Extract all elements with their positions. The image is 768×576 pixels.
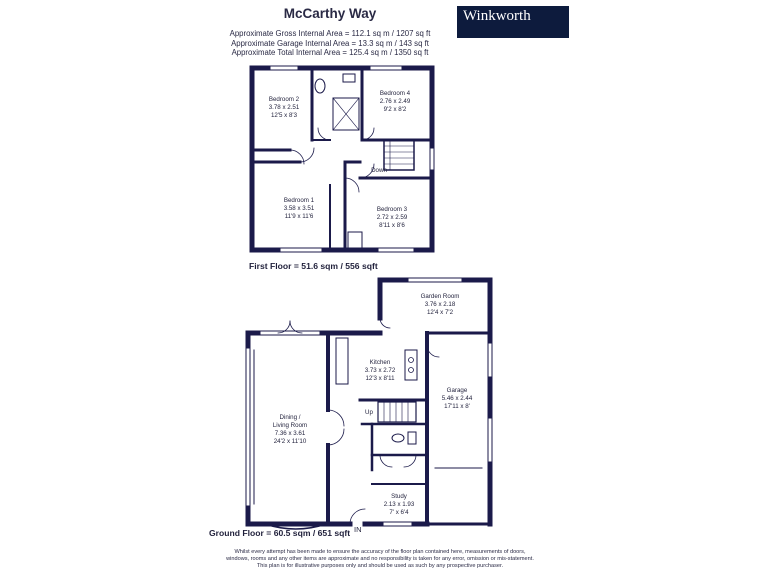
room-garden-room: Garden Room 3.76 x 2.18 12'4 x 7'2 xyxy=(421,293,460,316)
disclaimer-line-2: windows, rooms and any other items are a… xyxy=(226,556,534,562)
area-summary: Approximate Gross Internal Area = 112.1 … xyxy=(150,29,510,58)
svg-text:Bedroom 4: Bedroom 4 xyxy=(380,90,411,97)
svg-text:Garden Room: Garden Room xyxy=(421,293,460,300)
stairs-up-label: Up xyxy=(365,409,373,416)
svg-text:2.72 x 2.59: 2.72 x 2.59 xyxy=(377,214,408,221)
agency-logo: Winkworth xyxy=(457,6,569,38)
svg-text:3.76 x 2.18: 3.76 x 2.18 xyxy=(425,301,456,308)
svg-text:9'2 x 8'2: 9'2 x 8'2 xyxy=(384,106,407,113)
svg-text:Bedroom 1: Bedroom 1 xyxy=(284,197,315,204)
svg-text:3.78 x 2.51: 3.78 x 2.51 xyxy=(269,104,300,111)
svg-text:5.46 x 2.44: 5.46 x 2.44 xyxy=(442,395,473,402)
svg-text:3.58 x 3.51: 3.58 x 3.51 xyxy=(284,205,315,212)
svg-text:17'11 x 8': 17'11 x 8' xyxy=(444,403,470,410)
svg-text:Living Room: Living Room xyxy=(273,422,307,429)
room-kitchen: Kitchen 3.73 x 2.72 12'3 x 8'11 xyxy=(365,359,396,382)
svg-text:7.36 x 3.61: 7.36 x 3.61 xyxy=(275,430,306,437)
svg-text:2.13 x 1.93: 2.13 x 1.93 xyxy=(384,501,415,508)
entrance-label: IN xyxy=(354,525,362,534)
svg-text:2.76 x 2.49: 2.76 x 2.49 xyxy=(380,98,411,105)
svg-text:24'2 x 11'10: 24'2 x 11'10 xyxy=(274,438,307,445)
svg-text:Bedroom 2: Bedroom 2 xyxy=(269,96,300,103)
room-study: Study 2.13 x 1.93 7' x 6'4 xyxy=(384,493,415,516)
room-bedroom-1: Bedroom 1 3.58 x 3.51 11'9 x 11'6 xyxy=(284,197,315,220)
gross-area: Approximate Gross Internal Area = 112.1 … xyxy=(229,29,431,38)
svg-text:12'3 x 8'11: 12'3 x 8'11 xyxy=(365,375,395,382)
disclaimer: Whilst every attempt has been made to en… xyxy=(150,549,610,570)
svg-text:Dining /: Dining / xyxy=(280,414,301,421)
stairs-down-label: Down xyxy=(371,167,387,174)
svg-text:Down: Down xyxy=(371,167,387,174)
svg-text:12'4 x 7'2: 12'4 x 7'2 xyxy=(427,309,454,316)
room-bedroom-3: Bedroom 3 2.72 x 2.59 8'11 x 8'6 xyxy=(377,206,408,229)
first-floor-area-label: First Floor = 51.6 sqm / 556 sqft xyxy=(249,261,378,271)
room-bedroom-2: Bedroom 2 3.78 x 2.51 12'5 x 8'3 xyxy=(269,96,300,119)
disclaimer-line-3: This plan is for illustrative purposes o… xyxy=(256,563,504,569)
svg-text:12'5 x 8'3: 12'5 x 8'3 xyxy=(271,112,298,119)
svg-text:7' x 6'4: 7' x 6'4 xyxy=(389,509,409,516)
disclaimer-line-1: Whilst every attempt has been made to en… xyxy=(234,549,526,555)
svg-text:8'11 x 8'6: 8'11 x 8'6 xyxy=(379,222,405,229)
svg-text:11'9 x 11'6: 11'9 x 11'6 xyxy=(285,213,314,220)
total-area: Approximate Total Internal Area = 125.4 … xyxy=(231,48,429,58)
garage-area: Approximate Garage Internal Area = 13.3 … xyxy=(231,38,429,48)
svg-text:Kitchen: Kitchen xyxy=(370,359,391,366)
room-dining-living: Dining / Living Room 7.36 x 3.61 24'2 x … xyxy=(273,414,307,445)
room-garage: Garage 5.46 x 2.44 17'11 x 8' xyxy=(442,387,473,410)
svg-text:Up: Up xyxy=(365,409,373,416)
room-bedroom-4: Bedroom 4 2.76 x 2.49 9'2 x 8'2 xyxy=(380,90,411,113)
svg-text:Bedroom 3: Bedroom 3 xyxy=(377,206,408,213)
svg-text:Study: Study xyxy=(391,493,408,500)
svg-text:3.73 x 2.72: 3.73 x 2.72 xyxy=(365,367,396,374)
ground-floor-area-label: Ground Floor = 60.5 sqm / 651 sqft xyxy=(209,528,351,538)
ground-floor-walls xyxy=(245,277,493,530)
plan-title: McCarthy Way xyxy=(283,6,377,21)
first-floor-walls xyxy=(249,65,435,253)
svg-text:Garage: Garage xyxy=(447,387,468,394)
